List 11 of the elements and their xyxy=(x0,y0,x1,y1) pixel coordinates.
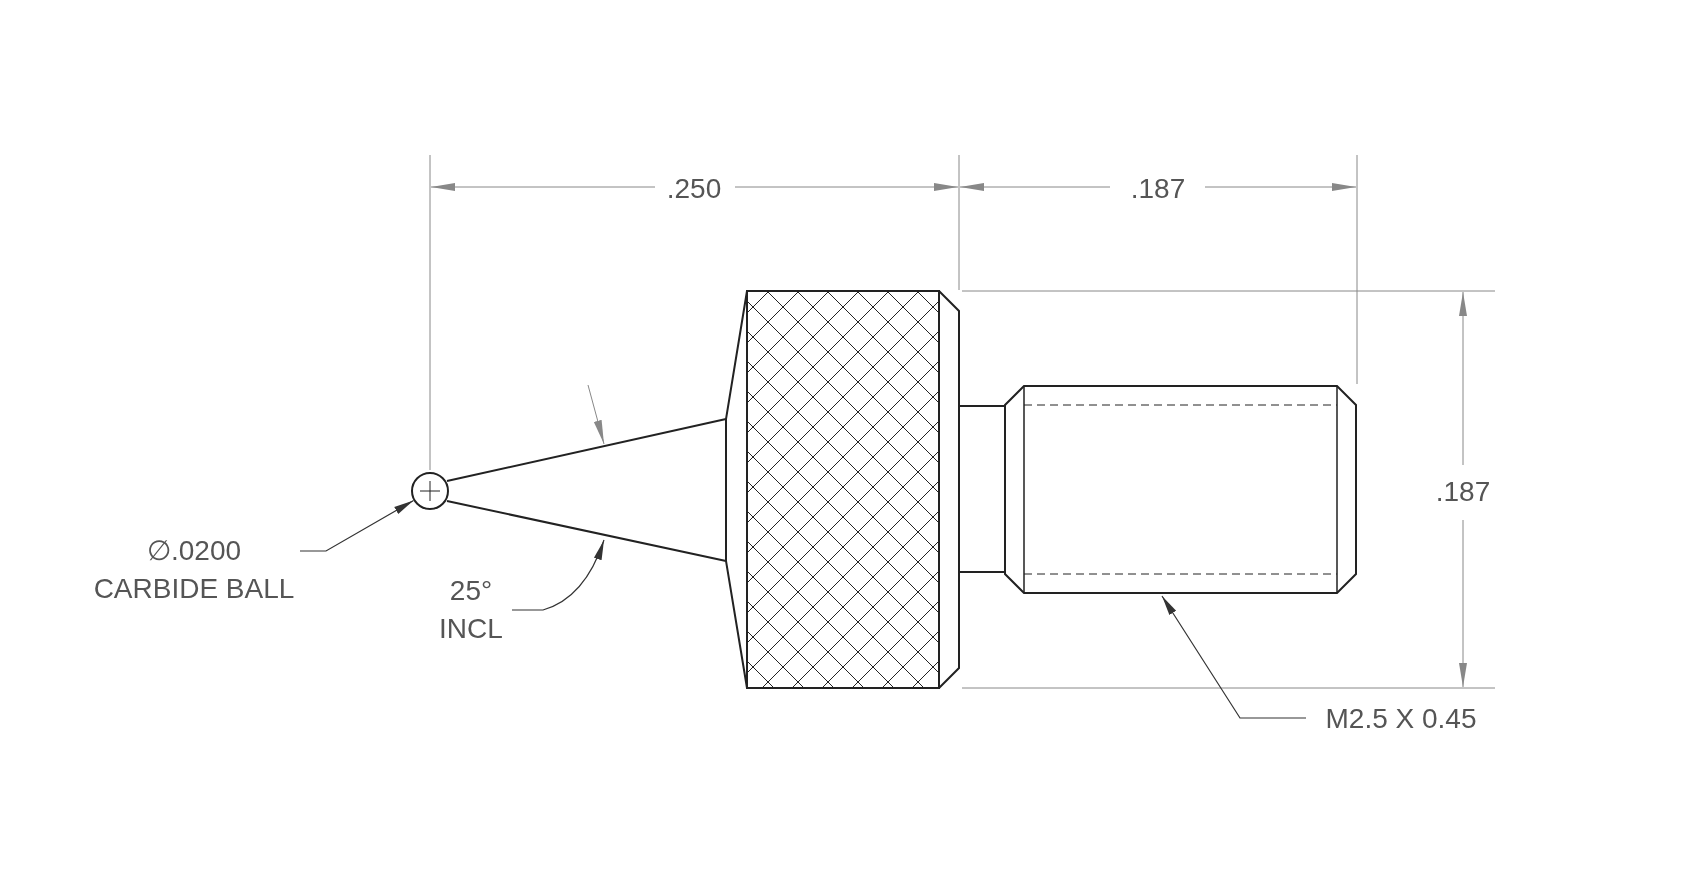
leader-line xyxy=(511,539,605,611)
dimension-value: .187 xyxy=(1130,173,1186,205)
callout-text: ∅.0200 CARBIDE BALL xyxy=(88,532,300,612)
dimension-value: .187 xyxy=(1435,476,1491,508)
callout-text: M2.5 X 0.45 xyxy=(1306,700,1496,738)
ball-drawing xyxy=(411,472,449,510)
callout-text: 25° INCL xyxy=(430,572,512,652)
leader-line xyxy=(299,499,415,552)
dimension-value: .250 xyxy=(666,173,722,205)
leader-line xyxy=(1161,595,1307,719)
thread-drawing xyxy=(1004,385,1357,594)
